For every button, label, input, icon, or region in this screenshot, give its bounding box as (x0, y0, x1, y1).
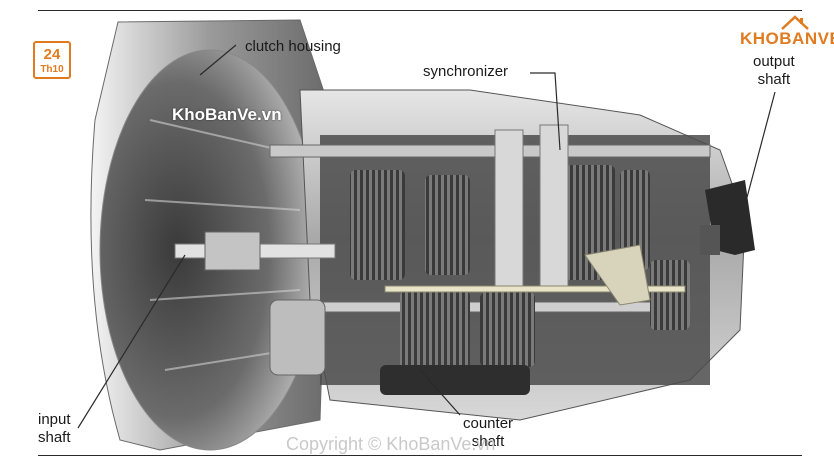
site-logo: KHOBANVE (740, 14, 834, 54)
watermark-footer: Copyright © KhoBanVe.vn (286, 434, 496, 454)
output-shaft-shape (700, 180, 755, 255)
date-day: 24 (43, 46, 61, 63)
logo-roof-icon (781, 15, 809, 30)
logo-text: KHOBANVE (740, 29, 834, 48)
counter-shaft-gears (269, 260, 691, 395)
main-shaft-gears (269, 124, 711, 291)
leader-clutch-housing (199, 44, 237, 76)
label-input-shaft: input shaft (38, 411, 71, 446)
leader-counter-shaft (419, 369, 461, 416)
date-badge: 24 Th10 (33, 41, 71, 79)
label-output-shaft: output shaft (753, 53, 795, 88)
leader-lines (77, 44, 776, 429)
top-rule (38, 10, 802, 11)
leader-synchronizer (530, 72, 561, 151)
bottom-rule (38, 455, 802, 456)
label-synchronizer: synchronizer (423, 63, 509, 80)
leader-input-shaft (77, 254, 186, 429)
label-clutch-housing: clutch housing (245, 38, 341, 55)
watermark-center: KhoBanVe.vn (172, 105, 282, 124)
leader-output-shaft (744, 91, 776, 206)
date-month: Th10 (40, 64, 64, 75)
label-counter-shaft: counter shaft (463, 415, 514, 450)
input-shaft-shape (174, 231, 336, 271)
shift-fork (384, 244, 686, 306)
